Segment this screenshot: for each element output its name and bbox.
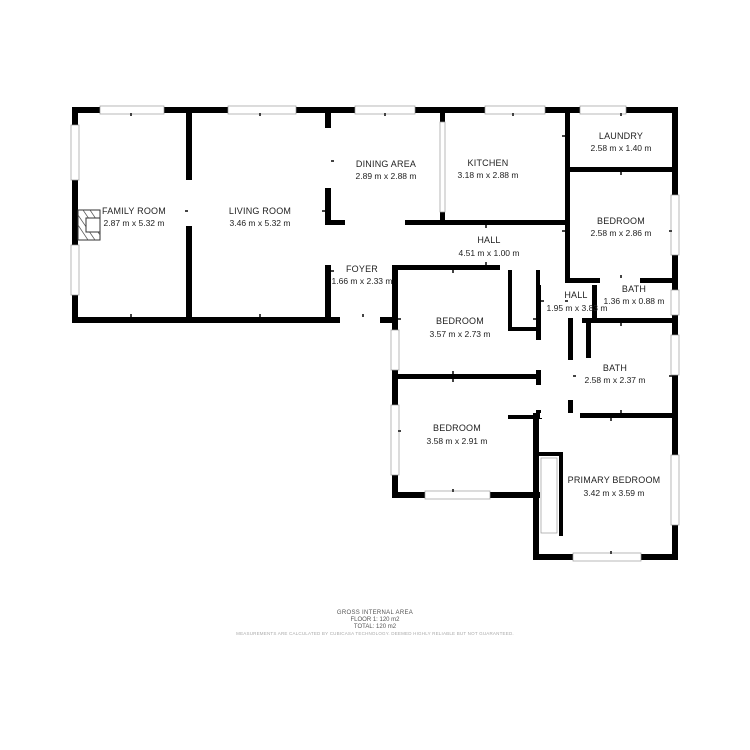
total-area: TOTAL: 120 m2 xyxy=(353,624,397,630)
measurement-disclaimer: MEASUREMENTS ARE CALCULATED BY CUBICASA … xyxy=(236,631,514,636)
room-dims-hall-main: 4.51 m x 1.00 m xyxy=(459,248,520,258)
door-openings xyxy=(186,128,640,418)
room-dims-bedroom-right: 2.58 m x 2.86 m xyxy=(591,228,652,238)
room-dims-dining-area: 2.89 m x 2.88 m xyxy=(356,171,417,181)
area-summary: GROSS INTERNAL AREA FLOOR 1: 120 m2 TOTA… xyxy=(0,610,750,636)
room-dims-primary-bedroom: 3.42 m x 3.59 m xyxy=(584,488,645,498)
room-name-bath: BATH xyxy=(603,363,627,373)
windows xyxy=(70,105,680,562)
floor-area: FLOOR 1: 120 m2 xyxy=(350,617,400,623)
room-labels: FAMILY ROOM 2.87 m x 5.32 m LIVING ROOM … xyxy=(102,131,664,498)
room-dims-bedroom-center: 3.57 m x 2.73 m xyxy=(430,329,491,339)
room-dims-hall-side: 1.95 m x 3.83 m xyxy=(547,303,608,313)
room-name-bedroom-center: BEDROOM xyxy=(436,316,484,326)
room-name-bedroom-right: BEDROOM xyxy=(597,216,645,226)
room-name-bedroom-lower: BEDROOM xyxy=(433,423,481,433)
room-dims-kitchen: 3.18 m x 2.88 m xyxy=(458,170,519,180)
room-name-kitchen: KITCHEN xyxy=(468,158,509,168)
room-name-laundry: LAUNDRY xyxy=(599,131,643,141)
room-dims-bath-small: 1.36 m x 0.88 m xyxy=(604,296,665,306)
room-dims-foyer: 1.66 m x 2.33 m xyxy=(332,276,393,286)
room-dims-bath: 2.58 m x 2.37 m xyxy=(585,375,646,385)
room-dims-living-room: 3.46 m x 5.32 m xyxy=(230,218,291,228)
room-name-family-room: FAMILY ROOM xyxy=(102,206,166,216)
room-name-foyer: FOYER xyxy=(346,264,378,274)
room-name-hall-side: HALL xyxy=(564,290,587,300)
room-dims-family-room: 2.87 m x 5.32 m xyxy=(104,218,165,228)
room-name-primary-bedroom: PRIMARY BEDROOM xyxy=(568,475,661,485)
room-dims-bedroom-lower: 3.58 m x 2.91 m xyxy=(427,436,488,446)
gross-area-title: GROSS INTERNAL AREA xyxy=(336,610,414,616)
room-name-living-room: LIVING ROOM xyxy=(229,206,291,216)
wall-markers xyxy=(130,113,672,554)
room-name-hall-main: HALL xyxy=(477,235,500,245)
room-dims-laundry: 2.58 m x 1.40 m xyxy=(591,143,652,153)
room-name-bath-small: BATH xyxy=(622,284,646,294)
fireplace-icon xyxy=(77,209,101,241)
room-name-dining-area: DINING AREA xyxy=(356,159,416,169)
